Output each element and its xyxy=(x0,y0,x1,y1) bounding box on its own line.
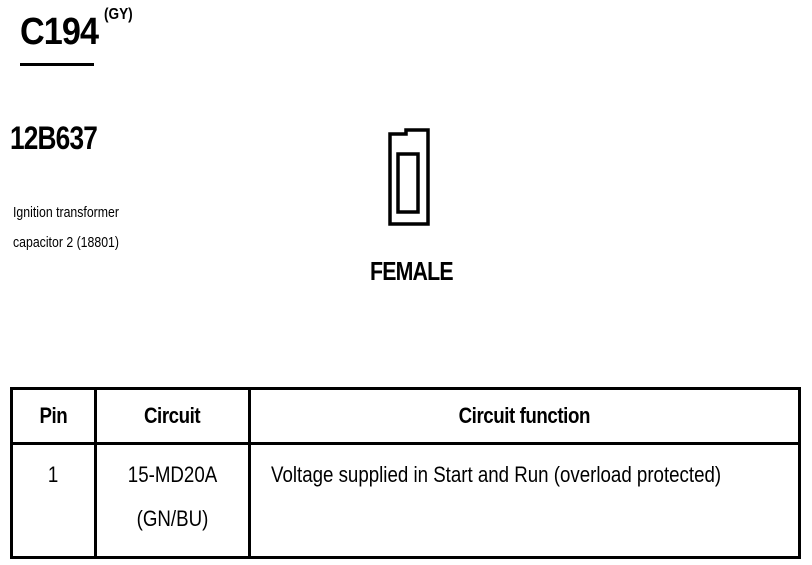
cell-circuit-function: Voltage supplied in Start and Run (overl… xyxy=(248,442,801,559)
connector-color-code: (GY) xyxy=(104,6,133,23)
table-row: 1 15-MD20A (GN/BU) Voltage supplied in S… xyxy=(10,442,801,559)
pinout-table: Pin Circuit Circuit function 1 15-MD20A … xyxy=(10,387,801,559)
table-header-row: Pin Circuit Circuit function xyxy=(10,387,801,445)
connector-id: C194 xyxy=(20,11,99,53)
circuit-number: 15-MD20A xyxy=(127,462,218,487)
part-description-line-2: capacitor 2 (18801) xyxy=(13,234,119,251)
circuit-wire-color: (GN/BU) xyxy=(136,506,209,531)
single-pin-female-connector-icon xyxy=(388,128,430,226)
header-circuit-function: Circuit function xyxy=(248,387,801,445)
title-underline xyxy=(20,63,94,66)
connector-gender-label: FEMALE xyxy=(370,256,454,286)
cell-pin: 1 xyxy=(10,442,97,559)
part-description-line-1: Ignition transformer xyxy=(13,204,119,221)
part-number: 12B637 xyxy=(10,120,98,156)
part-description: Ignition transformer capacitor 2 (18801) xyxy=(13,198,119,258)
header-circuit: Circuit xyxy=(94,387,251,445)
header-pin: Pin xyxy=(10,387,97,445)
cell-circuit: 15-MD20A (GN/BU) xyxy=(94,442,251,559)
connector-title-group: C194 xyxy=(20,10,107,54)
